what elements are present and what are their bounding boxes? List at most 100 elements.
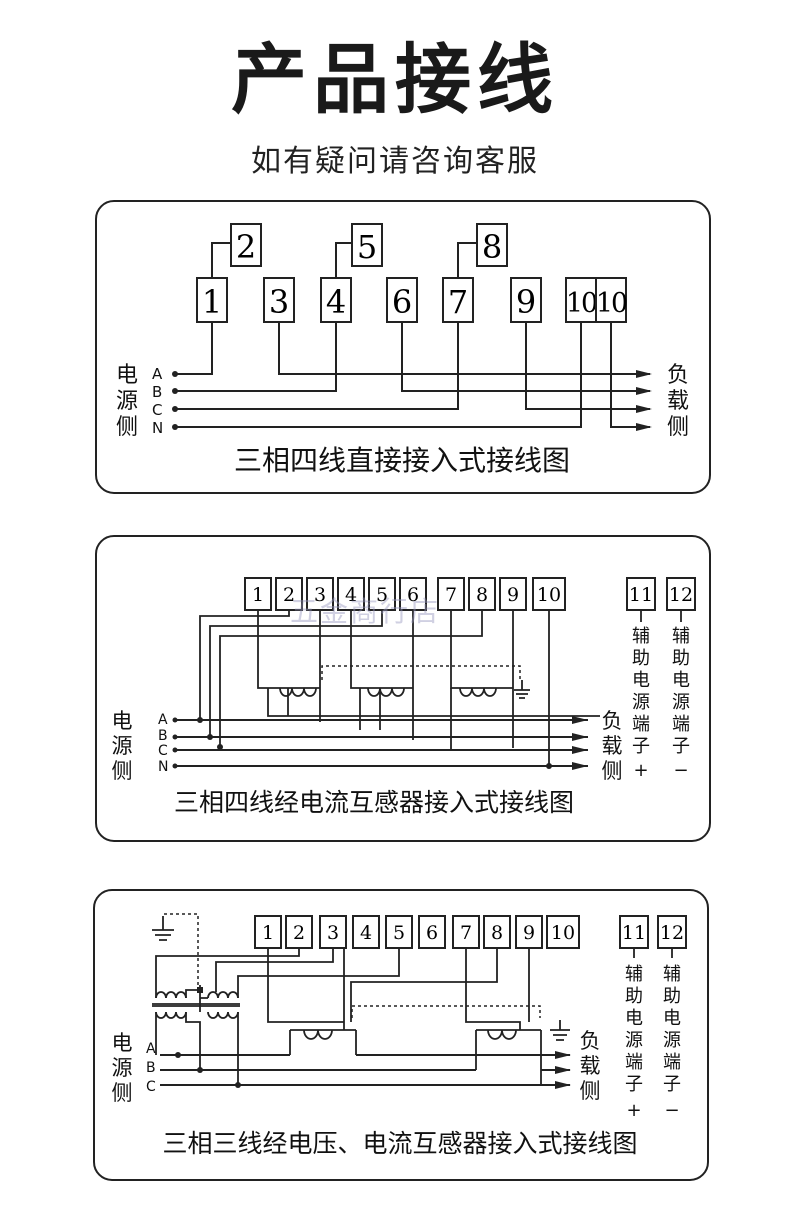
load-side-char-2: 载 [667,389,689,414]
phase-b-label: B [146,1060,156,1076]
terminal-3-label: 3 [269,283,289,321]
aux-plus-char-6: 子 [625,1074,643,1095]
diagram-panel-direct: 2 5 8 1 3 4 6 7 9 10 10 [0,198,790,498]
phase-n-label: N [158,759,168,775]
phase-c-label: C [146,1079,156,1095]
aux-minus-char-1: 辅 [672,626,690,647]
page-title: 产品接线 [231,35,559,124]
ground-icon-2 [550,1020,570,1041]
terminal-5-label: 5 [393,922,405,944]
aux-minus-char-2: 助 [663,986,681,1007]
phase-b-label: B [158,728,168,744]
aux-power-labels: 辅 助 电 源 端 子 + 辅 助 电 源 端 子 − [632,626,690,781]
page-subtitle: 如有疑问请咨询客服 [251,144,539,179]
terminal-1-label: 1 [202,283,222,321]
load-side-char-2: 载 [602,734,623,758]
terminal-4-label: 4 [360,922,372,944]
terminal-5-label: 5 [376,584,388,606]
terminal-9-label: 9 [507,584,519,606]
aux-plus-char-6: 子 [632,736,650,757]
terminal-3-label: 3 [314,584,326,606]
load-side-char-3: 侧 [667,415,689,440]
terminal-5-label: 5 [357,228,377,266]
aux-terminal-12-label: 12 [660,922,684,944]
terminal-block: 1 2 3 4 5 6 7 8 9 10 11 12 [244,577,696,611]
diagram-caption: 三相四线经电流互感器接入式接线图 [174,788,574,817]
terminal-2-label: 2 [283,584,295,606]
terminal-6-label: 6 [407,584,419,606]
terminal-10-label: 10 [537,584,561,606]
aux-minus-char-3: 电 [663,1008,681,1029]
terminal-1-label: 1 [252,584,264,606]
terminal-block: 1 3 4 6 7 9 10 10 [196,277,629,323]
phase-a-label: A [152,365,163,383]
aux-terminal-11-label: 11 [629,584,653,606]
phase-c-label: C [158,743,168,759]
terminal-9-label: 9 [523,922,535,944]
voltage-leads [199,610,483,747]
aux-minus-char-5: 端 [663,1052,681,1073]
terminal-7-label: 7 [448,283,468,321]
aux-minus-sign: − [673,760,688,781]
terminal-4-label: 4 [326,283,346,321]
terminal-10a-label: 10 [566,288,597,319]
load-side-char-1: 负 [580,1029,601,1053]
terminal-10-label: 10 [551,922,575,944]
terminal-7-label: 7 [445,584,457,606]
source-side-char-3: 侧 [116,415,138,440]
wiring-diagram-vt-ct: 1 2 3 4 5 6 7 8 9 10 11 12 [93,889,709,1181]
aux-minus-char-1: 辅 [663,964,681,985]
phase-a-label: A [158,712,168,728]
voltage-transformers [152,948,400,1085]
aux-plus-char-5: 端 [632,714,650,735]
aux-plus-char-2: 助 [625,986,643,1007]
upper-terminal-group: 2 5 8 [230,223,508,267]
load-side-char-3: 侧 [580,1079,601,1103]
terminal-2-label: 2 [293,922,305,944]
terminal-8-label: 8 [491,922,503,944]
aux-plus-char-5: 端 [625,1052,643,1073]
load-side-char-1: 负 [667,363,689,388]
aux-minus-char-2: 助 [672,648,690,669]
aux-minus-char-4: 源 [672,692,690,713]
terminal-6-label: 6 [426,922,438,944]
aux-minus-char-4: 源 [663,1030,681,1051]
aux-plus-char-3: 电 [632,670,650,691]
phase-c-label: C [152,401,162,419]
terminal-9-label: 9 [516,283,536,321]
source-side-char-2: 源 [112,734,133,758]
terminal-4-label: 4 [345,584,357,606]
source-side-char-3: 侧 [112,1081,133,1105]
terminal-6-label: 6 [392,283,412,321]
aux-minus-char-6: 子 [663,1074,681,1095]
wiring-diagram-ct: 1 2 3 4 5 6 7 8 9 10 11 12 [95,535,711,842]
aux-plus-char-1: 辅 [625,964,643,985]
load-side-char-2: 载 [580,1054,601,1078]
diagram-caption: 三相四线直接接入式接线图 [234,444,570,477]
phase-wires [160,1054,570,1086]
terminal-8-label: 8 [482,228,502,266]
aux-plus-char-2: 助 [632,648,650,669]
ground-icon [514,680,530,699]
aux-plus-char-4: 源 [625,1030,643,1051]
aux-plus-char-3: 电 [625,1008,643,1029]
phase-b-label: B [152,383,162,401]
diagram-panel-ct: 1 2 3 4 5 6 7 8 9 10 11 12 [0,533,790,845]
terminal-block: 1 2 3 4 5 6 7 8 9 10 11 12 [254,915,687,949]
terminal-8-label: 8 [476,584,488,606]
current-transformers [267,948,542,1085]
phase-a-label: A [146,1041,156,1057]
diagram-caption: 三相三线经电压、电流互感器接入式接线图 [162,1129,637,1158]
ground-icon [152,916,174,941]
source-side-char-2: 源 [112,1056,133,1080]
source-side-char-1: 电 [116,363,138,388]
aux-plus-char-4: 源 [632,692,650,713]
wiring-diagram-direct: 2 5 8 1 3 4 6 7 9 10 10 [95,200,711,494]
terminal-2-label: 2 [236,228,256,266]
aux-plus-sign: + [633,760,648,781]
terminal-10b-label: 10 [596,288,627,319]
aux-terminal-12-label: 12 [669,584,693,606]
aux-minus-char-5: 端 [672,714,690,735]
phase-wires [175,322,650,428]
aux-minus-sign: − [664,1100,679,1121]
